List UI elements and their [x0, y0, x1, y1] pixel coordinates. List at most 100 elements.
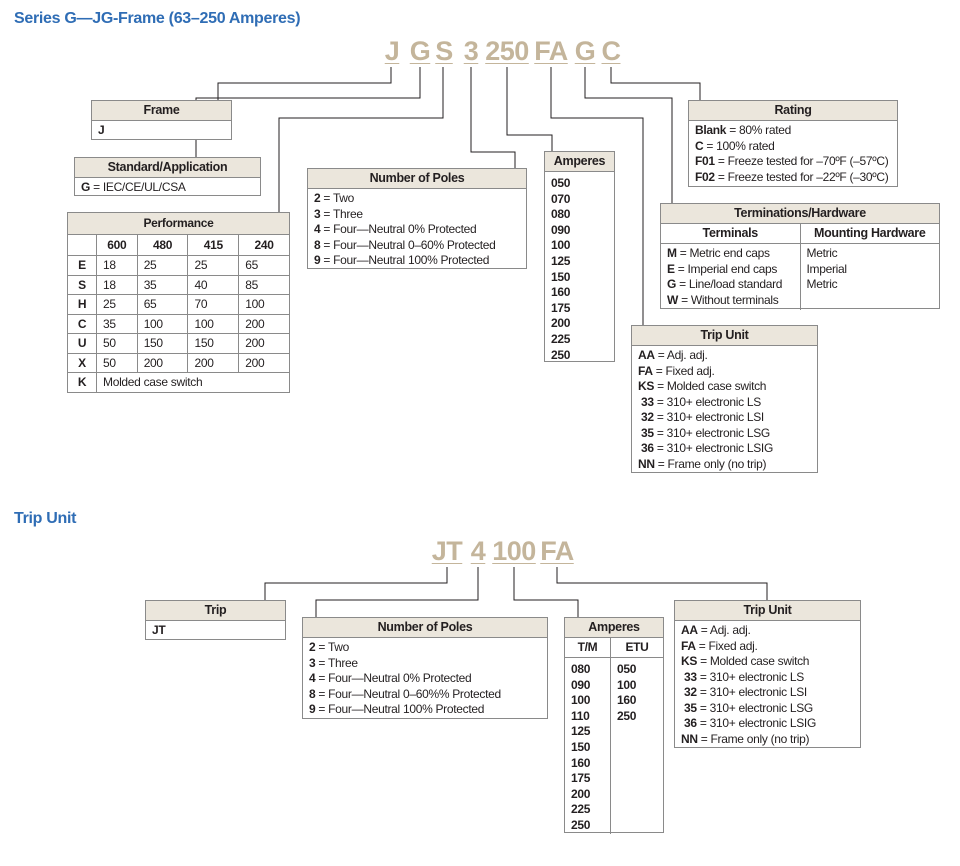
code2-poles: 4	[470, 536, 486, 566]
list-item: 110	[571, 708, 590, 723]
list-item: 3 = Three	[309, 655, 358, 670]
item-code: C	[695, 138, 704, 153]
list-item: AA = Adj. adj.	[681, 623, 751, 637]
item-text: 310+ electronic LSG	[666, 425, 771, 440]
terminals-col-header: Terminals	[702, 226, 759, 240]
list-item: 33 = 310+ electronic LS	[638, 394, 761, 409]
performance-col-header: 415	[187, 233, 240, 256]
poles2-header: Number of Poles	[303, 618, 547, 638]
list-item: 36 = 310+ electronic LSIG	[638, 441, 774, 455]
standard-list: G = IEC/CE/UL/CSA	[75, 178, 260, 198]
trip-unit-list: AA = Adj. adj.FA = Fixed adj.KS = Molded…	[632, 346, 817, 474]
code-amperes: 250	[485, 36, 529, 66]
item-code: FA	[638, 363, 653, 378]
code2-amperes: 100	[492, 536, 536, 566]
frame-value: J	[98, 123, 105, 137]
list-item: 250	[571, 817, 591, 832]
item-text: 310+ electronic LSI	[709, 685, 808, 699]
list-item: NN = Frame only (no trip)	[638, 456, 767, 471]
item-code: NN	[638, 456, 655, 471]
performance-cell: 200	[238, 313, 290, 334]
list-item: 080	[551, 207, 571, 222]
item-code: 32	[681, 685, 697, 699]
list-item: 9 = Four—Neutral 100% Protected	[309, 702, 485, 716]
list-item: 080	[571, 662, 591, 676]
list-item: FA = Fixed adj.	[681, 638, 758, 653]
item-text: 80% rated	[738, 123, 791, 137]
list-item: AA = Adj. adj.	[638, 348, 708, 362]
standard-box: Standard/Application G = IEC/CE/UL/CSA	[74, 157, 261, 196]
item-code: AA	[681, 623, 698, 637]
amperes-header: Amperes	[545, 152, 614, 172]
item-code: 36	[638, 441, 654, 455]
item-code: 9	[314, 253, 321, 267]
amperes2-header: Amperes	[565, 618, 663, 638]
item-text: 310+ electronic LSG	[709, 700, 814, 715]
trip-header: Trip	[146, 601, 285, 621]
connector2-trip	[264, 567, 448, 600]
trip-box: Trip JT	[145, 600, 286, 640]
code-trip-unit: FA	[534, 36, 568, 66]
list-item: 32 = 310+ electronic LSI	[681, 685, 808, 699]
item-text: Three	[332, 206, 363, 221]
item-text: Four—Neutral 0–60%% Protected	[328, 686, 501, 701]
item-text: Adj. adj.	[666, 348, 708, 362]
item-text: Four—Neutral 0–60% Protected	[333, 237, 496, 252]
list-item: W = Without terminals	[667, 292, 779, 307]
list-item: 175	[571, 771, 591, 786]
item-text: 310+ electronic LS	[709, 669, 805, 684]
performance-cell: 150	[187, 333, 240, 354]
item-text: Two	[327, 640, 350, 654]
item-text: 310+ electronic LSI	[666, 410, 765, 424]
performance-col-header: 240	[238, 233, 290, 256]
performance-cell: 100	[238, 294, 290, 315]
item-code: 36	[681, 716, 697, 730]
performance-row-code: S	[67, 274, 97, 295]
list-item: 36 = 310+ electronic LSIG	[681, 716, 816, 730]
trip-unit-box: Trip Unit AA = Adj. adj.FA = Fixed adj.K…	[631, 325, 818, 473]
performance-cell: 35	[136, 274, 189, 295]
item-code: G	[81, 180, 91, 194]
trip-value: JT	[152, 623, 166, 637]
list-item: G = Line/load standard	[667, 277, 783, 291]
performance-cell: 200	[238, 333, 290, 354]
item-text: Line/load standard	[688, 277, 783, 291]
performance-cell: 35	[96, 313, 138, 334]
performance-row-code: K	[67, 372, 97, 393]
list-item: KS = Molded case switch	[681, 654, 810, 668]
list-item: 100	[571, 693, 591, 708]
performance-cell: 200	[238, 352, 290, 373]
performance-cell: 50	[96, 352, 138, 373]
list-item: 3 = Three	[314, 206, 363, 221]
connector-frame	[217, 67, 392, 100]
item-text: Frame only (no trip)	[710, 731, 810, 746]
item-code: G	[667, 277, 677, 291]
list-item: 160	[551, 285, 571, 300]
performance-row-code: C	[67, 313, 97, 334]
item-code: 4	[309, 671, 316, 685]
item-code: E	[667, 261, 675, 276]
performance-row-code: U	[67, 333, 97, 354]
item-code: 35	[638, 425, 654, 440]
connector-terminations	[584, 67, 673, 203]
item-text: 310+ electronic LSIG	[666, 441, 774, 455]
list-item: 2 = Two	[314, 191, 355, 205]
list-item: 160	[571, 755, 591, 770]
item-text: Frame only (no trip)	[667, 456, 767, 471]
item-code: 3	[309, 655, 316, 670]
connector-poles	[470, 67, 516, 168]
performance-row-code: X	[67, 352, 97, 373]
list-item: 100	[551, 238, 571, 253]
performance-cell: 100	[136, 313, 189, 334]
list-item: 32 = 310+ electronic LSI	[638, 410, 765, 424]
performance-cell: 200	[136, 352, 189, 373]
performance-cell: 85	[238, 274, 290, 295]
